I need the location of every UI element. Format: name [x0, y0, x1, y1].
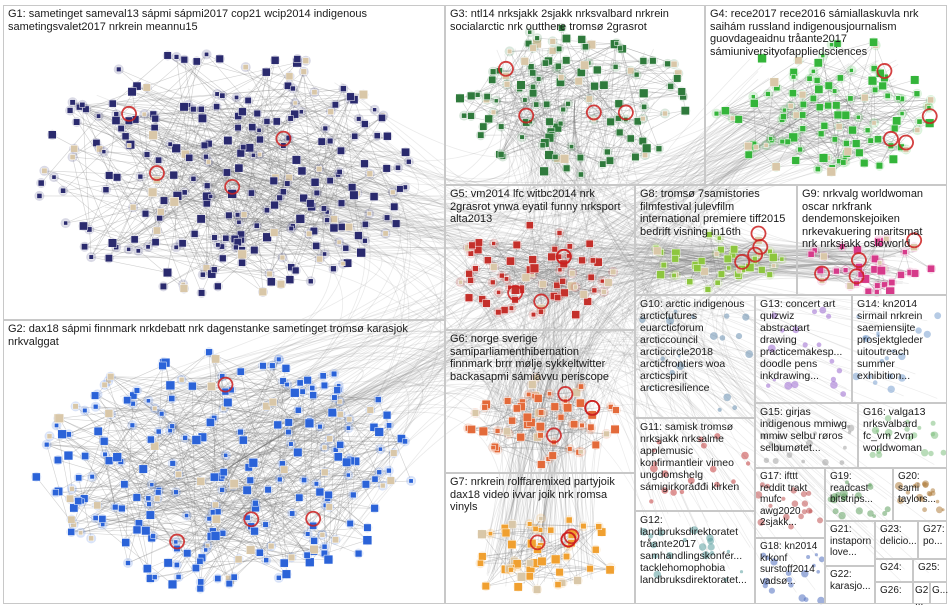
group-label-g18: G18: kn2014 krkonf surstoff2014 vadsø... — [756, 539, 821, 589]
group-box-g11: G11: samisk tromsø nrksjakk nrksalme app… — [635, 418, 755, 511]
group-box-g14: G14: kn2014 sirmail nrkrein saemiensijte… — [852, 295, 947, 403]
group-box-g3: G3: ntl14 nrksjakk 2sjakk nrksvalbard nr… — [445, 5, 705, 185]
group-label-g2: G2: dax18 sápmi finnmark nrkdebatt nrk d… — [4, 321, 412, 350]
group-label-g21: G21: instaporn love... — [826, 522, 875, 561]
group-box-g6: G6: norge sverige samiparliamenthibernat… — [445, 330, 635, 473]
group-box-g26: G26: — [875, 582, 913, 604]
group-label-g24: G24: — [876, 560, 906, 576]
group-box-g5: G5: vm2014 lfc witbc2014 nrk 2grasrot yn… — [445, 185, 635, 330]
group-label-g10: G10: arctic indigenous arcticfutures eua… — [636, 296, 748, 396]
group-box-g1: G1: sametinget sameval13 sápmi sápmi2017… — [3, 5, 445, 320]
group-box-g16: G16: valga13 nrksvalbard fc_vm 2vm world… — [858, 403, 947, 468]
group-label-g3: G3: ntl14 nrksjakk 2sjakk nrksvalbard nr… — [446, 6, 673, 35]
group-box-g25: G25: — [913, 559, 947, 582]
group-label-g9: G9: nrkvalg worldwoman oscar nrkfrank de… — [798, 186, 927, 253]
group-label-g16: G16: valga13 nrksvalbard fc_vm 2vm world… — [859, 404, 929, 456]
group-label-g19: G19: readcast bitstrips... — [826, 469, 877, 508]
group-box-g13: G13: concert art quizwiz abstractart dra… — [755, 295, 852, 403]
group-label-g1: G1: sametinget sameval13 sápmi sápmi2017… — [4, 6, 371, 35]
group-label-g28: G2 ... — [914, 583, 929, 610]
group-label-g5: G5: vm2014 lfc witbc2014 nrk 2grasrot yn… — [446, 186, 625, 228]
group-label-g4: G4: rece2017 rece2016 sámiallaskuvla nrk… — [706, 6, 923, 60]
group-label-g8: G8: tromsø 7samistories filmfestival jul… — [636, 186, 789, 240]
group-label-g29: G... — [931, 583, 949, 599]
group-box-g4: G4: rece2017 rece2016 sámiallaskuvla nrk… — [705, 5, 947, 185]
group-box-g23: G23: delicio... — [875, 521, 918, 559]
group-box-g29: G... — [930, 582, 947, 604]
group-box-g2: G2: dax18 sápmi finnmark nrkdebatt nrk d… — [3, 320, 445, 604]
group-label-g6: G6: norge sverige samiparliamenthibernat… — [446, 331, 613, 385]
group-label-g26: G26: — [876, 583, 906, 599]
group-box-g19: G19: readcast bitstrips... — [825, 468, 893, 521]
group-label-g12: G12: landbruksdirektoratet tråante2017 s… — [636, 512, 751, 588]
group-box-g9: G9: nrkvalg worldwoman oscar nrkfrank de… — [797, 185, 947, 295]
group-box-g20: G20: sami taylors... — [893, 468, 947, 521]
group-label-g23: G23: delicio... — [876, 522, 921, 549]
group-label-g20: G20: sami taylors... — [894, 469, 940, 508]
group-box-g21: G21: instaporn love... — [825, 521, 875, 566]
group-label-g22: G22: karasjo... — [826, 567, 875, 594]
group-box-g27: G27: po... — [918, 521, 947, 559]
group-box-g24: G24: — [875, 559, 913, 582]
group-label-g27: G27: po... — [919, 522, 949, 549]
group-label-g17: G17: ifttt reddit trakt mufc awg2020 2sj… — [756, 469, 811, 531]
group-label-g14: G14: kn2014 sirmail nrkrein saemiensijte… — [853, 296, 927, 384]
group-label-g15: G15: girjas indigenous mmiwg mmiw selbu … — [756, 404, 851, 456]
group-box-g10: G10: arctic indigenous arcticfutures eua… — [635, 295, 755, 418]
group-label-g11: G11: samisk tromsø nrksjakk nrksalme app… — [636, 419, 743, 495]
group-box-g12: G12: landbruksdirektoratet tråante2017 s… — [635, 511, 755, 604]
group-label-g25: G25: — [914, 560, 944, 576]
group-box-g7: G7: nrkrein rolffaremixed partyjoik dax1… — [445, 473, 635, 604]
group-box-g28: G2 ... — [913, 582, 930, 604]
group-box-g18: G18: kn2014 krkonf surstoff2014 vadsø... — [755, 538, 825, 604]
group-box-g22: G22: karasjo... — [825, 566, 875, 604]
group-label-g7: G7: nrkrein rolffaremixed partyjoik dax1… — [446, 474, 619, 516]
group-box-g17: G17: ifttt reddit trakt mufc awg2020 2sj… — [755, 468, 825, 538]
group-label-g13: G13: concert art quizwiz abstractart dra… — [756, 296, 846, 384]
group-box-g8: G8: tromsø 7samistories filmfestival jul… — [635, 185, 797, 295]
group-box-g15: G15: girjas indigenous mmiwg mmiw selbu … — [755, 403, 858, 468]
